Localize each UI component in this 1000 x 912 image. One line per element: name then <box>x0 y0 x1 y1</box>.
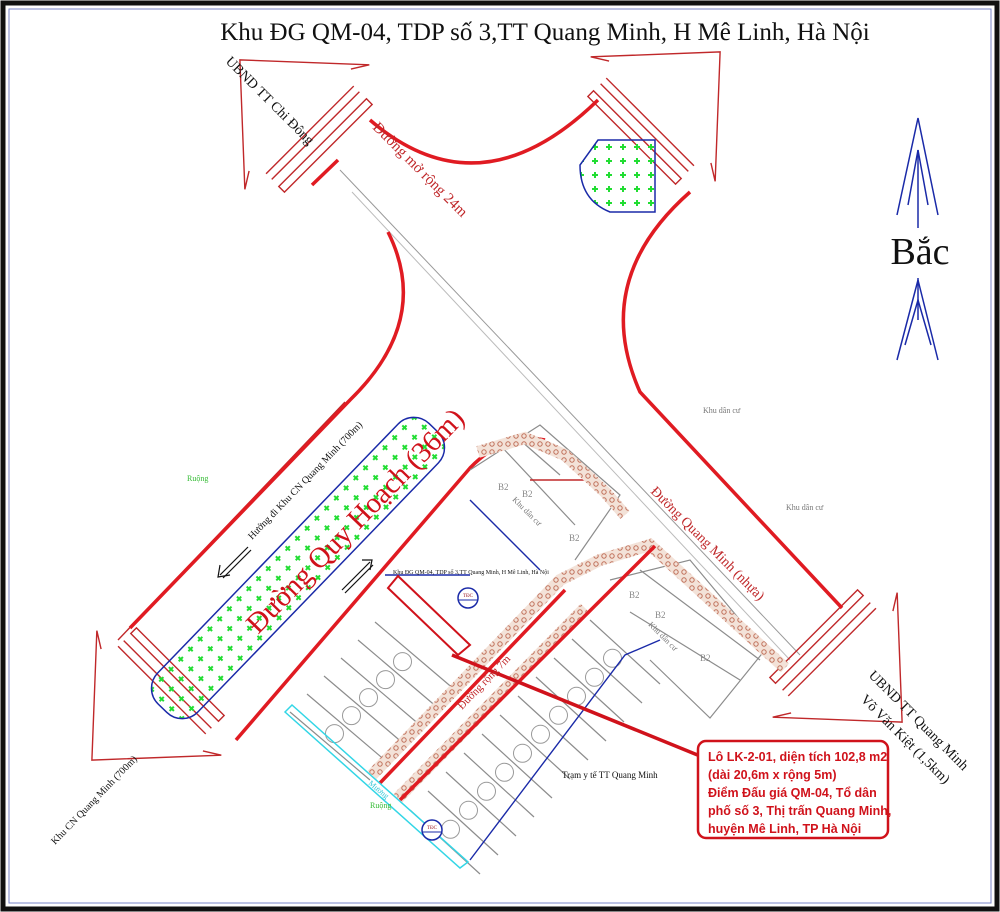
lot-row-west <box>289 621 456 781</box>
destination-label: Khu CN Quang Minh (700m) <box>49 754 140 847</box>
sidewalk-strip <box>367 538 790 780</box>
block-label: B2 <box>629 590 640 600</box>
compass-label: Bắc <box>890 231 949 273</box>
lot-marker <box>513 743 532 763</box>
road-curb-upper-left <box>128 231 406 630</box>
lot-marker <box>459 800 478 820</box>
lot-boundary <box>517 695 589 761</box>
lot-row-east <box>409 619 661 875</box>
resettlement-marker: TĐC <box>421 819 443 841</box>
lot-marker <box>549 705 568 725</box>
site-label: Khu ĐG QM-04, TDP số 3,TT Quang Minh, H … <box>393 569 549 576</box>
callout-pointer <box>451 653 701 758</box>
lot-boundary <box>340 657 422 727</box>
road-label: Đường Quy Hoạch (36m) <box>240 402 471 639</box>
facility-label: Trạm y tế TT Quang Minh <box>562 770 658 780</box>
direction-arrow-icon <box>217 546 374 594</box>
road-curb-7m <box>378 588 567 785</box>
lot-marker <box>477 781 496 801</box>
road-label: Đường mở rộng 24m <box>369 120 470 221</box>
block-label: B2 <box>498 482 509 492</box>
area-label: Khu dân cư <box>786 503 824 512</box>
lot-marker <box>376 670 395 690</box>
lot-marker <box>359 688 378 708</box>
lot-marker <box>531 724 550 744</box>
callout-line: Lô LK-2-01, diện tích 102,8 m2 <box>708 750 887 764</box>
green-area <box>579 139 656 213</box>
lot-boundary <box>589 619 661 685</box>
area-label: Khu dân cư <box>511 495 544 528</box>
lot-marker <box>325 724 344 744</box>
road-curb <box>310 158 340 187</box>
destination-label: UBND TT Chi Đông <box>222 54 316 148</box>
lot-marker <box>342 706 361 726</box>
site-boundary <box>469 639 661 861</box>
lot-boundary <box>553 657 625 723</box>
road-curb-7m <box>398 544 657 802</box>
road-label: Đường Quang Minh (nhựa) <box>647 484 767 604</box>
green-median <box>150 416 446 720</box>
svg-text:TĐC: TĐC <box>463 594 474 599</box>
canal <box>283 703 470 869</box>
road-curb-top <box>368 98 600 165</box>
lot-marker <box>441 819 460 839</box>
lot-marker <box>495 762 514 782</box>
lot-boundary <box>481 733 553 799</box>
block-label: B2 <box>655 610 666 620</box>
lot-marker <box>585 667 604 687</box>
road-curb-right <box>621 190 844 610</box>
svg-text:TĐC: TĐC <box>427 826 438 831</box>
callout-line: phố số 3, Thị trấn Quang Minh, <box>708 804 891 818</box>
lot-boundary <box>445 771 517 837</box>
road-centerline <box>339 169 801 656</box>
lot-boundary <box>535 676 607 742</box>
resettlement-marker: TĐC <box>457 587 479 609</box>
lot-boundary <box>306 693 388 763</box>
lot-marker <box>393 652 412 672</box>
highlighted-lot-lk-2-01[interactable] <box>386 574 472 657</box>
block-label: B2 <box>569 533 580 543</box>
lot-boundary <box>463 752 535 818</box>
lot-boundary <box>289 711 371 781</box>
north-arrow-icon <box>896 117 939 361</box>
lot-info-callout <box>696 739 890 840</box>
lot-boundary <box>323 675 405 745</box>
lot-boundary <box>427 790 499 856</box>
map-inner-frame <box>8 8 992 904</box>
callout-line: Điểm Đấu giá QM-04, Tổ dân <box>708 786 877 800</box>
block-label: B2 <box>522 489 533 499</box>
sidewalk-strip <box>393 603 590 803</box>
field-label: Ruộng <box>370 801 391 810</box>
field-label: Ruộng <box>187 474 208 483</box>
lot-boundary <box>357 639 439 709</box>
lot-boundary <box>374 621 456 691</box>
callout-line: huyện Mê Linh, TP Hà Nội <box>708 822 861 836</box>
map-title: Khu ĐG QM-04, TDP số 3,TT Quang Minh, H … <box>220 19 870 46</box>
road-centerline <box>351 191 791 661</box>
area-label: Khu dân cư <box>647 620 680 653</box>
callout-line: (dài 20,6m x rộng 5m) <box>708 768 837 782</box>
block-label: B2 <box>700 653 711 663</box>
lot-boundary <box>571 638 643 704</box>
sidewalk-strip <box>476 431 630 519</box>
lot-marker <box>603 648 622 668</box>
area-label: Khu dân cư <box>703 406 741 415</box>
lot-boundary <box>499 714 571 780</box>
